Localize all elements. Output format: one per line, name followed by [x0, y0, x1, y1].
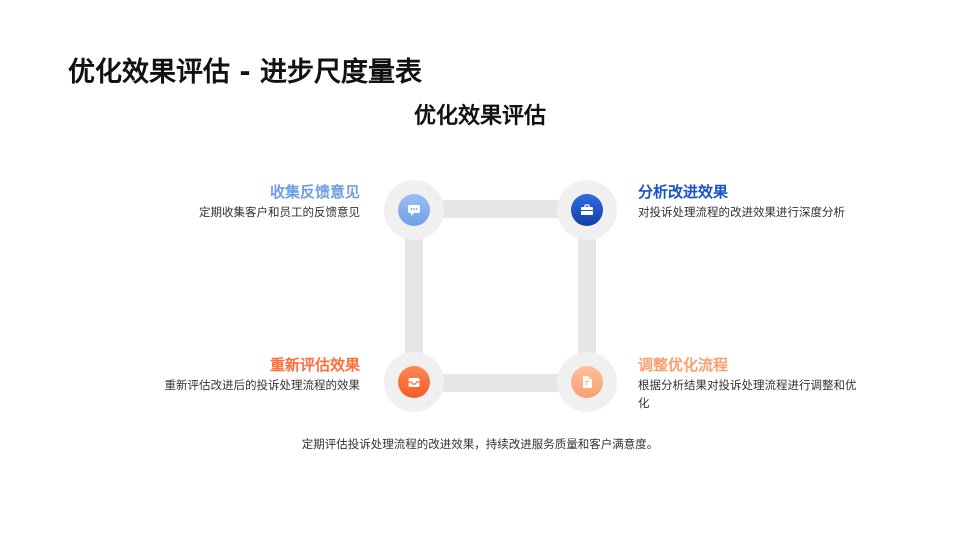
inbox-icon [408, 378, 420, 387]
step-heading-reevaluate-effect: 重新评估效果 [269, 356, 360, 374]
node-reevaluate-effect [384, 352, 444, 412]
step-desc-analyze-effect: 对投诉处理流程的改进效果进行深度分析 [638, 205, 845, 219]
page-title: 优化效果评估 - 进步尺度量表 [68, 57, 423, 88]
step-heading-collect-feedback: 收集反馈意见 [269, 183, 360, 201]
connector-bottom [414, 374, 586, 392]
diagram-title: 优化效果评估 [413, 104, 546, 129]
step-heading-adjust-process: 调整优化流程 [638, 356, 729, 374]
chat-icon [408, 205, 420, 216]
step-desc-adjust-process: 根据分析结果对投诉处理流程进行调整和优化 [638, 378, 857, 410]
step-heading-analyze-effect: 分析改进效果 [638, 183, 729, 201]
node-adjust-process [557, 352, 617, 412]
document-icon [583, 376, 592, 388]
step-desc-collect-feedback: 定期收集客户和员工的反馈意见 [199, 205, 360, 219]
connector-top [414, 200, 586, 218]
briefcase-icon [581, 204, 593, 215]
connector-left [405, 209, 423, 383]
node-analyze-effect [557, 180, 617, 240]
footer-note: 定期评估投诉处理流程的改进效果，持续改进服务质量和客户满意度。 [301, 437, 659, 451]
step-desc-reevaluate-effect: 重新评估改进后的投诉处理流程的效果 [164, 378, 361, 392]
node-collect-feedback [384, 180, 444, 240]
connector-right [578, 209, 596, 383]
